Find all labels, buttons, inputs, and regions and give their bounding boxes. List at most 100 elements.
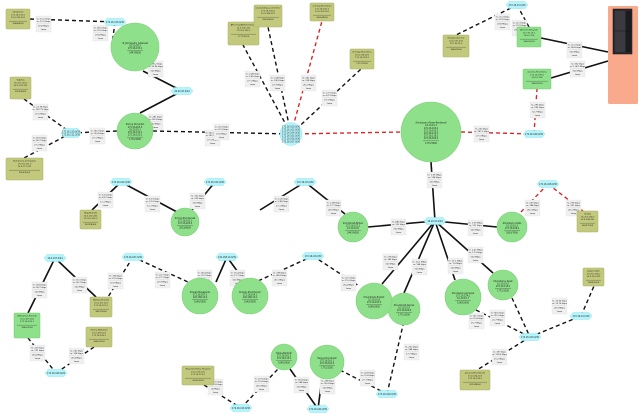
router-node[interactable]: Khumbinah-Kemas10.10.10.9172.16.160.2177…: [387, 292, 421, 326]
subnet-node[interactable]: 192.168.10.0/30: [215, 253, 239, 261]
host-node[interactable]: semtap-Khombinu172.16.100.210.0.100.2013…: [309, 2, 335, 22]
router-node[interactable]: Kranah-Mayabertu172.16.107.1192.168.10.2…: [181, 277, 219, 315]
host-node[interactable]: Janasat-Khombinah10.0.124.201172.16.124.…: [459, 369, 491, 391]
link[interactable]: [381, 220, 436, 285]
server-rack-icon[interactable]: [612, 8, 633, 55]
router-node[interactable]: Khumbarnu-Jamanal172.16.124.110.10.10.71…: [444, 278, 482, 316]
subnet-node[interactable]: 172.16.10.0/30: [569, 312, 593, 320]
link-alert[interactable]: [290, 131, 402, 135]
host-node[interactable]: APCenrapKB-Khombinati10.0.105.201172.16.…: [227, 21, 260, 46]
host-node[interactable]: Wakala-Khombi10.0.107.201172.16.107.2346…: [89, 296, 113, 318]
link[interactable]: [511, 297, 531, 338]
link[interactable]: [23, 132, 72, 159]
host-node[interactable]: Amarna-Khoyrah172.16.15.110.0.0.2011640/…: [516, 26, 542, 48]
host-node[interactable]: amarna-Khombinu172.16.199.210.0.0.202164…: [522, 68, 552, 90]
router-node[interactable]: Hama-Khombinah172.16.161.1172.16.161.217…: [309, 344, 345, 380]
link[interactable]: [403, 220, 436, 294]
subnet-node[interactable]: 20.20.20.0/24: [170, 87, 194, 95]
subnet-node[interactable]: 10.0.107.0/24: [43, 254, 67, 262]
link-alert[interactable]: [460, 131, 535, 135]
router-node[interactable]: Kolong Stirusifan172.16.205.220.20.20.11…: [116, 112, 154, 150]
subnet-node[interactable]: 172.16.18.0/30: [301, 252, 325, 260]
subnet-node[interactable]: 172.16.160.0/30: [375, 390, 399, 398]
subnet-node[interactable]: 172.16.133.0/30: [103, 18, 127, 26]
link[interactable]: [434, 220, 494, 274]
subnet-node[interactable]: 172.16.152.0/30: [203, 178, 227, 186]
host-node[interactable]: Semtap-Khombinu10.0.118.201172.16.118.21…: [349, 48, 375, 70]
link[interactable]: [240, 368, 279, 409]
subnet-node[interactable]: 172.16.32.0/30: [293, 178, 317, 186]
host-node[interactable]: Bumiputra-kumapolty172.16.111.210.0.111.…: [5, 157, 44, 181]
link[interactable]: [257, 255, 314, 282]
link[interactable]: [267, 26, 292, 135]
router-node[interactable]: Khumbinah-Bintan172.16.122.110.10.10.624…: [337, 211, 369, 243]
host-node[interactable]: Hajji-Khombi10.0.102.201172.16.102.23023…: [79, 209, 102, 230]
host-node[interactable]: cat-buildings-committee172.16.106.210.0.…: [253, 4, 283, 28]
router-node[interactable]: Khumbinah-Endark10.10.10.8172.16.103.216…: [355, 282, 393, 320]
router-node[interactable]: Khumbarnu-Kalis10.10.10.3172.16.108.1260…: [496, 211, 528, 243]
subnet-node[interactable]: 172.16.113.0/30: [229, 404, 253, 412]
subnet-node[interactable]: 172.16.103.0/30: [518, 333, 542, 341]
rack-panel[interactable]: ·: [608, 6, 638, 104]
router-node[interactable]: Khumbarnu-Tower-Bontamal10.10.10.1172.16…: [400, 101, 462, 163]
router-node[interactable]: rb_Bumiputra_Jabalnest20.20.20.2172.16.1…: [110, 22, 160, 72]
router-node[interactable]: School-Khombinati172.16.152.1172.16.202.…: [170, 207, 200, 237]
link[interactable]: [455, 4, 518, 36]
link[interactable]: [152, 130, 292, 135]
subnet-node[interactable]: 172.16.108.0/30: [536, 180, 560, 188]
subnet-node[interactable]: 172.16.109.0/24: [44, 369, 68, 377]
link[interactable]: [580, 285, 595, 317]
link[interactable]: [386, 324, 404, 395]
subnet-node[interactable]: 10.10.10.0/24: [423, 217, 447, 225]
host-node[interactable]: Wuartah-Hama Hospital10.0.113.201172.16.…: [181, 365, 215, 386]
link[interactable]: [111, 21, 116, 46]
subnet-node[interactable]: 172.16.107.0/30: [121, 253, 145, 261]
link[interactable]: [529, 315, 582, 338]
link[interactable]: [430, 161, 436, 222]
link[interactable]: [290, 68, 362, 135]
link[interactable]: [215, 256, 228, 283]
host-node[interactable]: Dhayah-lamarat10.0.137.201172.16.15.2164…: [442, 34, 470, 58]
subnet-node[interactable]: 172.16.15.0/30: [505, 1, 529, 9]
host-node[interactable]: Stomu-Wakultati10.0.109.201172.16.109.21…: [85, 326, 113, 348]
host-node[interactable]: Wabsaitan-Khombi10.0.107.202172.16.109.1…: [13, 312, 41, 339]
host-node[interactable]: Tigbitas172.16.120.210.0.120.2012355/400…: [9, 76, 32, 100]
